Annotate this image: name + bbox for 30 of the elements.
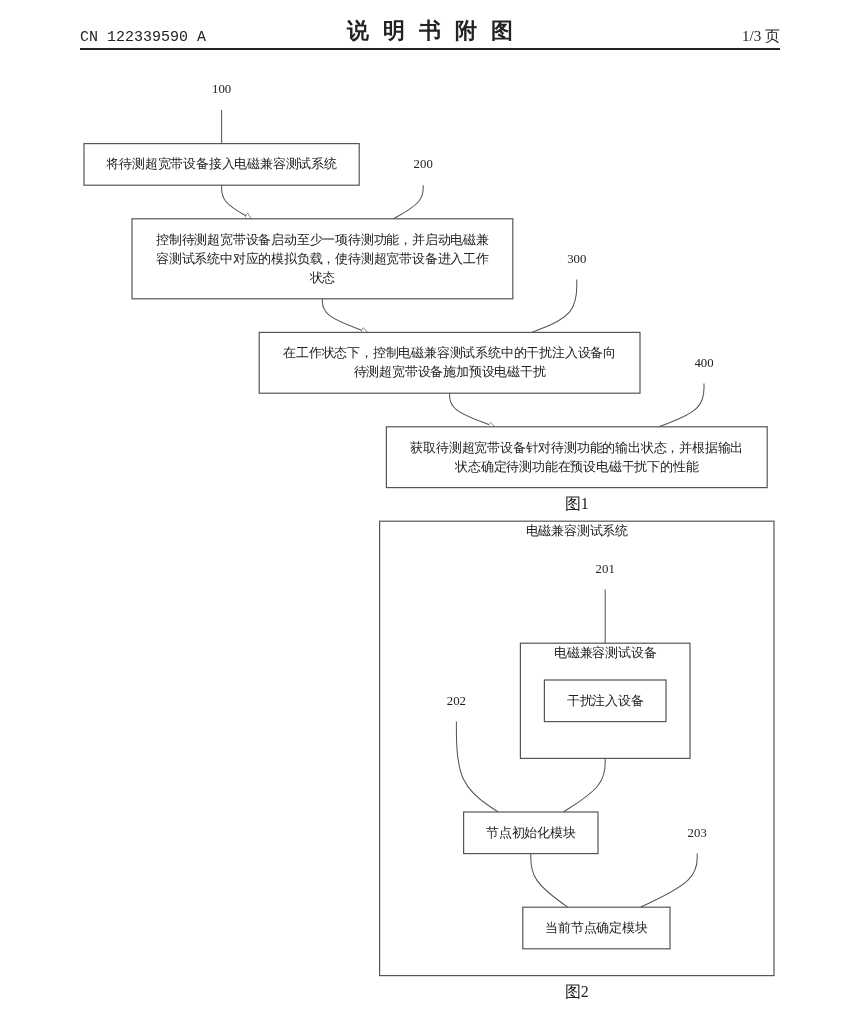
- node-text: 202: [446, 693, 466, 708]
- patent-number: CN 122339590 A: [80, 29, 207, 46]
- node-text: 203: [687, 825, 707, 840]
- connector: [530, 853, 569, 908]
- figure-caption: 图1: [564, 493, 589, 514]
- node-box: 将待测超宽带设备接入电磁兼容测试系统: [83, 143, 360, 186]
- node-box: 干扰注入设备: [543, 679, 667, 723]
- connector: [221, 109, 223, 145]
- connector: [562, 757, 606, 813]
- node-box: 控制待测超宽带设备启动至少一项待测功能，并启动电磁兼容测试系统中对应的模拟负载，使待测超宽带设备进入工作状态: [131, 218, 514, 300]
- node-text: 300: [567, 251, 587, 266]
- node-box: 节点初始化模块: [463, 811, 599, 855]
- node-text: 100: [212, 82, 232, 96]
- arrow: [449, 392, 496, 428]
- arrow: [321, 298, 368, 334]
- node-text: 200: [413, 157, 433, 171]
- connector: [531, 279, 578, 333]
- figure-caption: 图2: [564, 981, 589, 1002]
- node-text: 400: [694, 355, 714, 370]
- node-box: 在工作状态下，控制电磁兼容测试系统中的干扰注入设备向待测超宽带设备施加预设电磁干扰: [258, 331, 641, 394]
- node-text: 201: [595, 561, 615, 576]
- page-title: 说明书附图: [345, 17, 527, 45]
- connector: [392, 184, 424, 220]
- node-box: 当前节点确定模块: [522, 906, 671, 950]
- page-number: 1/3 页: [742, 27, 780, 46]
- arrow: [221, 184, 252, 220]
- connector: [639, 853, 698, 908]
- node-box: 获取待测超宽带设备针对待测功能的输出状态，并根据输出状态确定待测功能在预设电磁干扰下的性能: [385, 426, 768, 489]
- connector: [604, 589, 606, 644]
- connector: [455, 721, 499, 813]
